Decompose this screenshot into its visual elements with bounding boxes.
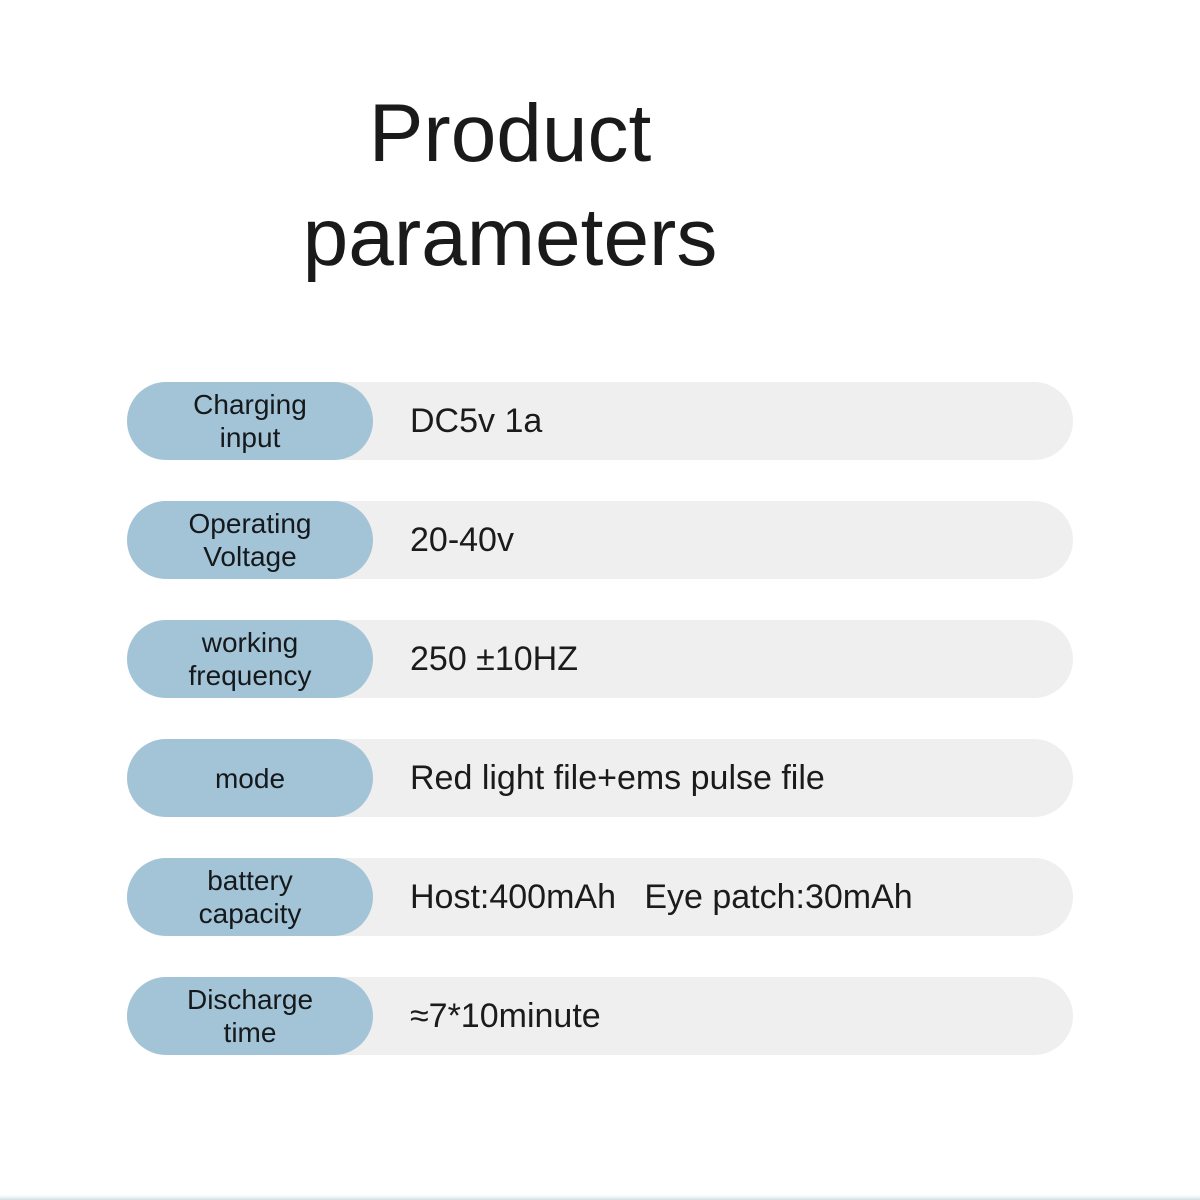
table-row: mode Red light file+ems pulse file [127,739,1073,817]
bottom-edge-line [0,1195,1200,1200]
table-row: Operating Voltage 20-40v [127,501,1073,579]
spec-value-battery-capacity: Host:400mAh Eye patch:30mAh [410,878,913,916]
spec-value-discharge-time: ≈7*10minute [410,997,601,1035]
table-row: battery capacity Host:400mAh Eye patch:3… [127,858,1073,936]
page-title: Product parameters [302,88,718,283]
spec-value-operating-voltage: 20-40v [410,521,514,559]
spec-label-operating-voltage: Operating Voltage [127,501,373,579]
specification-table: Charging input DC5v 1a Operating Voltage… [127,382,1073,1096]
spec-value-charging-input: DC5v 1a [410,402,543,440]
table-row: Discharge time ≈7*10minute [127,977,1073,1055]
table-row: working frequency 250 ±10HZ [127,620,1073,698]
spec-label-battery-capacity: battery capacity [127,858,373,936]
spec-value-mode: Red light file+ems pulse file [410,759,825,797]
spec-label-mode: mode [127,739,373,817]
table-row: Charging input DC5v 1a [127,382,1073,460]
spec-label-working-frequency: working frequency [127,620,373,698]
spec-label-discharge-time: Discharge time [127,977,373,1055]
spec-label-charging-input: Charging input [127,382,373,460]
spec-value-working-frequency: 250 ±10HZ [410,640,578,678]
